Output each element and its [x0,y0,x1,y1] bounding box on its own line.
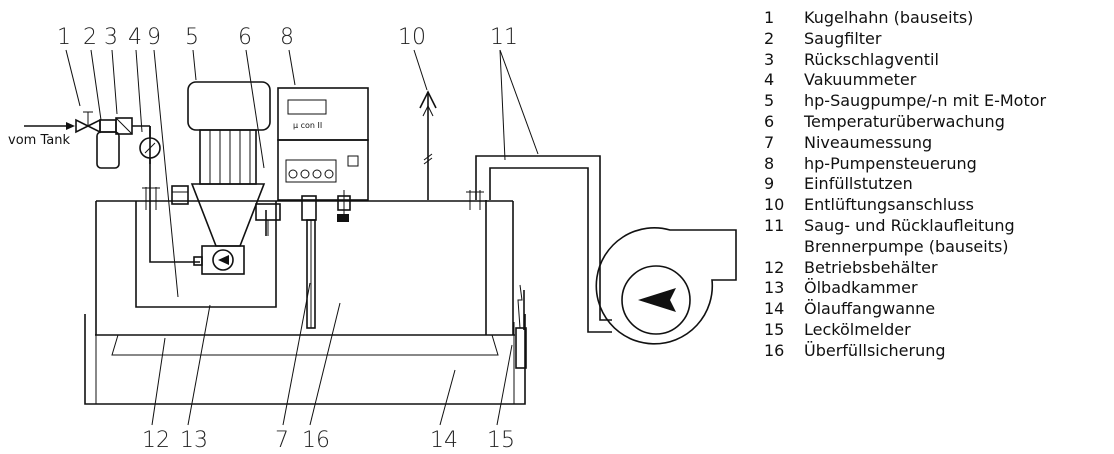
tank-cap-right [466,190,484,210]
return-line-outer [475,155,601,290]
legend-item-continued: Brennerpumpe (bauseits) [764,237,1046,258]
tank-system-diagram: 1 2 3 4 9 5 6 8 10 11 12 13 7 16 14 15 [8,25,737,453]
legend-text: Überfüllsicherung [804,340,946,360]
callout-5: 5 [185,25,199,50]
legend-item: 1 Kugelhahn (bauseits) [764,8,1046,29]
legend-item: 9 Einfüllstutzen [764,174,1046,195]
vent-arrow [419,90,437,109]
legend-text: Rückschlagventil [804,49,939,69]
legend-number: 1 [764,8,775,27]
legend-number: 4 [764,70,775,90]
legend-text: Brennerpumpe (bauseits) [804,236,1009,256]
legend-item: 4 Vakuummeter [764,70,1046,91]
callout-2: 2 [83,25,97,50]
legend-item: 16 Überfüllsicherung [764,341,1046,362]
legend-item: 10 Entlüftungsanschluss [764,195,1046,216]
legend-item: 11 Saug- und Rücklaufleitung [764,216,1046,237]
legend-text: Ölbadkammer [804,278,918,298]
callout-15: 15 [487,428,515,453]
filter-bowl [96,131,120,169]
legend-text: Kugelhahn (bauseits) [804,8,974,27]
legend-text: Vakuummeter [804,70,917,90]
legend-number: 11 [764,215,785,235]
callout-13: 13 [180,428,208,453]
legend: 1 Kugelhahn (bauseits) 2 Saugfilter 3 Rücks… [764,8,1046,362]
tank-walls [95,201,514,335]
inlet-label: vom Tank [8,133,70,148]
suction-line-inner [489,167,589,290]
legend-number: 8 [764,153,775,173]
tank-bottom-slope [111,334,499,356]
leader-lines [65,49,539,426]
legend-text: Ölauffangwanne [804,299,936,319]
legend-number: 7 [764,132,775,152]
callout-14: 14 [430,428,458,453]
inlet-arrow-head [66,122,75,130]
legend-item: 3 Rückschlagventil [764,50,1046,71]
controller-label: μ con II [293,121,322,130]
legend-number: 6 [764,111,775,131]
legend-item: 15 Leckölmelder [764,320,1046,341]
legend-number: 9 [764,174,775,194]
callout-6: 6 [238,25,252,50]
legend-text: Einfüllstutzen [804,174,913,194]
pump-motor [187,81,271,275]
legend-text: Saugfilter [804,28,882,48]
legend-text: Entlüftungsanschluss [804,195,974,215]
legend-number: 3 [764,49,775,69]
legend-item: 6 Temperaturüberwachung [764,112,1046,133]
legend-item: 8 hp-Pumpensteuerung [764,154,1046,175]
legend-item: 13 Ölbadkammer [764,278,1046,299]
callout-3: 3 [104,25,118,50]
legend-number: 12 [764,257,785,277]
ball-valve [75,111,101,134]
suction-filter [99,119,117,133]
legend-text: Temperaturüberwachung [804,111,1005,131]
legend-text: Niveaumessung [804,132,933,152]
legend-number: 10 [764,195,785,215]
legend-text: hp-Saugpumpe/-n mit E-Motor [804,91,1047,111]
callout-9: 9 [147,25,161,50]
callout-8: 8 [280,25,294,50]
legend-item: 7 Niveaumessung [764,133,1046,154]
pump-controller: μ con II [277,87,369,201]
legend-number: 14 [764,299,785,319]
legend-number: 5 [764,91,775,111]
legend-number: 2 [764,28,775,48]
burner-pump [595,227,737,345]
legend-text: Betriebsbehälter [804,257,938,277]
callout-1: 1 [57,25,71,50]
overfill-float [337,214,349,222]
legend-item: 12 Betriebsbehälter [764,258,1046,279]
legend-number: 13 [764,278,785,298]
callout-4: 4 [128,25,142,50]
tank-cap-left [142,187,160,210]
callout-7: 7 [275,428,289,453]
drip-tray [84,314,526,405]
suction-line [149,158,200,263]
callout-16: 16 [302,428,330,453]
legend-number: 16 [764,340,785,360]
callout-12: 12 [142,428,170,453]
callout-11: 11 [490,25,518,50]
legend-number: 15 [764,319,785,339]
filler-neck [171,185,189,205]
legend-text: Leckölmelder [804,319,911,339]
oil-bath-chamber [135,201,277,308]
legend-item: 14 Ölauffangwanne [764,299,1046,320]
legend-item: 5 hp-Saugpumpe/-n mit E-Motor [764,91,1046,112]
legend-text: Saug- und Rücklaufleitung [804,215,1015,235]
callout-10: 10 [398,25,426,50]
legend-item: 2 Saugfilter [764,29,1046,50]
leak-detector [515,327,527,369]
legend-text: hp-Pumpensteuerung [804,153,977,173]
